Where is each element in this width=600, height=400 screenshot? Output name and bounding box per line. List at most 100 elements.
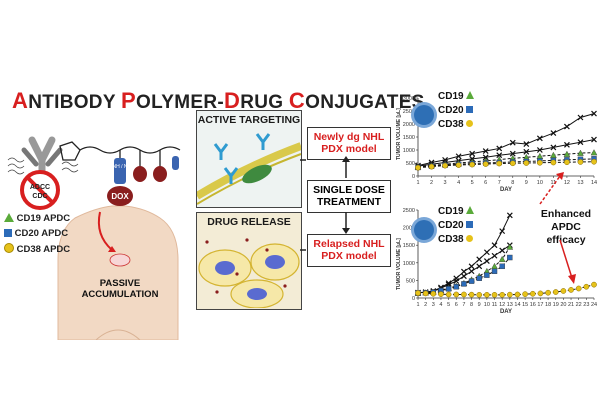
data-point <box>453 291 460 298</box>
cdc-label: CDC <box>32 193 47 200</box>
data-point <box>476 275 482 281</box>
x-tick-label: 11 <box>492 302 498 308</box>
data-point <box>506 291 513 298</box>
data-point <box>523 160 530 166</box>
data-point <box>591 281 597 288</box>
circle-icon <box>4 243 14 253</box>
drug-release-label: DRUG RELEASE <box>207 216 291 228</box>
legend-text: CD38 <box>438 234 464 245</box>
data-point <box>453 278 460 285</box>
data-point <box>455 162 462 168</box>
passive-label-1: PASSIVE <box>100 278 140 289</box>
data-point <box>506 212 513 219</box>
chart-legend-cd38: CD38 <box>438 118 474 132</box>
y-tick-label: 0 <box>412 296 415 302</box>
data-point <box>496 160 503 167</box>
data-point <box>491 252 498 259</box>
title-rest-2: OLYMER- <box>136 92 224 113</box>
x-tick-label: 6 <box>484 180 487 186</box>
annotation-line-2: APDC efficacy <box>546 221 586 246</box>
data-point <box>591 158 597 165</box>
data-point <box>499 291 506 298</box>
data-point <box>563 123 570 130</box>
data-point <box>552 289 559 295</box>
data-point <box>575 285 582 292</box>
page-title: ANTIBODY POLYMER-DRUG CONJUGATES <box>12 88 425 114</box>
chart-legend-cd19: CD19 <box>438 205 475 219</box>
tumor-icon <box>109 253 131 267</box>
data-point <box>577 139 584 146</box>
data-point <box>499 228 506 235</box>
x-axis-label: DAY <box>500 309 512 315</box>
triangle-icon <box>466 206 475 214</box>
y-tick-label: 500 <box>406 278 415 284</box>
legend-text: CD19 <box>438 91 464 102</box>
y-tick-label: 500 <box>406 161 415 167</box>
data-point <box>564 159 570 166</box>
linker-label: NH / N <box>113 164 128 170</box>
chart-legend-cd20: CD20 <box>438 219 474 233</box>
series-line <box>417 113 595 167</box>
data-point <box>428 163 435 170</box>
enhanced-annotation: Enhanced APDC efficacy <box>532 208 600 247</box>
chart-legend-cd19: CD19 <box>438 90 475 104</box>
data-point <box>422 290 429 297</box>
data-point <box>536 159 543 166</box>
data-point <box>507 254 513 261</box>
data-point <box>491 291 498 298</box>
series-line <box>417 152 595 168</box>
legend-label: CD19 APDC <box>16 213 71 224</box>
data-point <box>550 151 557 158</box>
x-tick-label: 3 <box>432 302 435 308</box>
data-point <box>468 291 475 298</box>
title-rest-1: NTIBODY <box>28 92 122 113</box>
x-tick-label: 10 <box>484 302 490 308</box>
title-cap-3: D <box>224 88 241 113</box>
relapsed-line-2: PDX model <box>321 250 377 262</box>
hydrazone-linker-icon <box>114 158 126 184</box>
y-tick-label: 2000 <box>403 226 415 232</box>
legend-text: CD38 <box>438 119 464 130</box>
data-point <box>430 290 437 297</box>
x-tick-label: 3 <box>444 180 447 186</box>
data-point <box>577 159 584 165</box>
x-tick-label: 5 <box>471 180 474 186</box>
data-point <box>445 291 452 298</box>
x-tick-label: 13 <box>507 302 513 308</box>
cell-icon <box>414 220 434 240</box>
data-point <box>536 135 543 142</box>
series-line <box>417 257 511 294</box>
data-point <box>506 243 514 250</box>
data-point <box>491 242 498 249</box>
data-point <box>514 291 521 298</box>
passive-label-2: ACCUMULATION <box>82 289 159 300</box>
x-tick-label: 6 <box>455 302 458 308</box>
data-point <box>476 291 483 298</box>
y-tick-label: 0 <box>412 174 415 180</box>
square-icon <box>466 221 474 228</box>
title-rest-3: RUG <box>240 92 289 113</box>
data-point <box>469 161 476 168</box>
x-tick-label: 12 <box>499 302 505 308</box>
data-point <box>523 141 530 147</box>
x-tick-label: 12 <box>564 180 570 186</box>
legend-label: CD38 APDC <box>16 244 71 255</box>
data-point <box>453 284 459 290</box>
x-tick-label: 13 <box>577 180 583 186</box>
newly-dg-line-2: PDX model <box>321 143 377 155</box>
square-icon <box>4 229 12 237</box>
data-point <box>438 291 444 297</box>
data-point <box>469 150 476 157</box>
data-point <box>476 263 483 270</box>
x-tick-label: 20 <box>560 302 566 308</box>
y-tick-label: 3000 <box>403 96 415 102</box>
data-point <box>499 247 506 254</box>
circle-icon <box>466 120 474 127</box>
data-point <box>460 273 467 280</box>
legend-item-cd19: CD19 APDC <box>4 213 70 224</box>
conjugate-illustration: ADCC CDC NH / N DOX PASSIVE ACCUMULATION <box>7 136 181 340</box>
data-point <box>482 154 489 161</box>
x-tick-label: 23 <box>583 302 589 308</box>
drug-release-panel: DRUG RELEASE <box>196 212 302 310</box>
data-point <box>445 286 452 292</box>
